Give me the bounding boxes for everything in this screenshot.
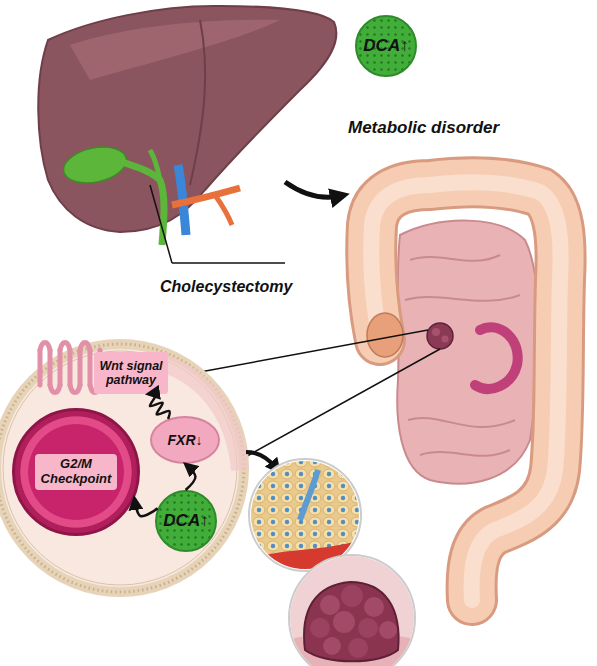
cancer-cells [249, 459, 361, 571]
curved-arrow [246, 452, 276, 468]
arrow-connector [148, 394, 170, 419]
tumor [320, 595, 340, 615]
intestine [371, 182, 560, 600]
blood-vessels [172, 188, 240, 205]
nucleus-circle: G2/M Checkpoint [12, 408, 140, 536]
procedure-label: Cholecystectomy [160, 278, 293, 296]
arrow-connector [134, 498, 157, 516]
leader-line [150, 185, 285, 263]
intestine [367, 182, 561, 600]
tumor [323, 637, 341, 655]
curved-arrow [285, 182, 340, 197]
tumor [288, 554, 418, 666]
leader-line [150, 185, 172, 263]
gallbladder [60, 142, 130, 189]
bile-acid-circle: DCA↑ [155, 490, 217, 552]
receptor-symbol [50, 385, 100, 393]
zoom-lines [240, 349, 440, 460]
tumor [364, 597, 384, 617]
tumor [310, 618, 330, 638]
node-text: DCA↑ [163, 511, 208, 531]
intestine [371, 182, 560, 600]
condition-label: Metabolic disorder [348, 118, 499, 138]
receptor-symbol [40, 343, 90, 351]
bile-acid-circle: DCA↑ [355, 15, 417, 77]
node-text: FXR↓ [168, 432, 203, 448]
cell [0, 344, 244, 592]
intestine [397, 221, 539, 484]
pathway-label: Wnt signal pathway [94, 352, 168, 394]
tumor [288, 554, 418, 666]
receptor-symbol [40, 343, 100, 393]
tumor [348, 638, 368, 658]
intestine [427, 323, 453, 349]
tumor [379, 621, 397, 639]
receptor-symbol [40, 350, 100, 385]
intestine [432, 328, 440, 336]
cell [0, 344, 244, 592]
leader-line [172, 262, 285, 264]
liver [38, 6, 336, 232]
node-text: G2/M Checkpoint [35, 454, 117, 490]
intestine [442, 336, 449, 343]
tumor [341, 585, 363, 607]
liver [70, 20, 280, 80]
gallbladder [60, 142, 164, 245]
cell [0, 344, 244, 592]
intestine [475, 327, 518, 389]
blood-vessels [215, 195, 232, 225]
zoom-lines [200, 330, 428, 372]
gallbladder [150, 150, 160, 180]
intestine [405, 255, 520, 456]
blood-vessels [172, 165, 240, 235]
node-text: DCA↑ [363, 36, 408, 56]
tumor [333, 611, 355, 633]
liver [190, 20, 205, 185]
receptor-organelle: FXR↓ [150, 416, 220, 464]
node-text: Wnt signal pathway [96, 359, 166, 388]
tumor [288, 554, 418, 666]
arrow-connector [185, 464, 195, 490]
cancer-cells [300, 470, 318, 520]
liver [38, 6, 336, 232]
tumor [358, 618, 378, 638]
intestine [371, 182, 560, 600]
tumor [304, 582, 399, 661]
